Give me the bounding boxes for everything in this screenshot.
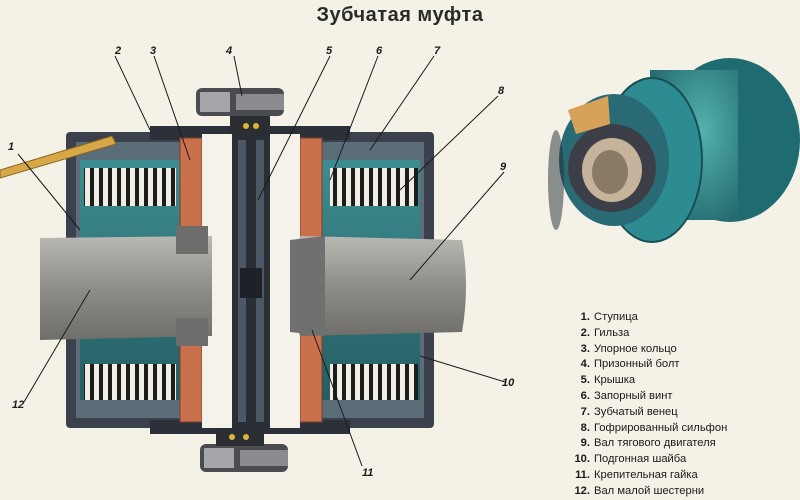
callout-11: 11 <box>362 467 373 479</box>
callout-6: 6 <box>376 45 383 57</box>
legend-number: 8. <box>580 421 590 434</box>
callout-3: 3 <box>150 45 156 57</box>
callout-12: 12 <box>12 399 24 411</box>
legend-text: Ступица <box>594 311 638 323</box>
legend-text: Запорный винт <box>594 389 673 402</box>
cover-plate <box>202 134 300 428</box>
bellows-right-top <box>330 168 418 206</box>
legend-item: 1. Ступица <box>568 310 798 326</box>
legend-text: Крепительная гайка <box>594 468 698 481</box>
legend-number: 11. <box>575 468 590 481</box>
thrust-ring <box>179 137 323 423</box>
legend-item: 11. Крепительная гайка <box>568 468 798 484</box>
parts-legend: 1. Ступица 2. Гильза 3. Упорное кольцо 4. Пр… <box>568 310 798 500</box>
callout-1: 1 <box>8 141 14 153</box>
legend-item: 5. Крышка <box>568 373 798 389</box>
legend-number: 2. <box>580 326 590 339</box>
legend-item: 4. Призонный болт <box>568 357 798 373</box>
diagram-canvas: Зубчатая муфта <box>0 4 800 497</box>
legend-item: 7. Зубчатый венец <box>568 405 798 421</box>
leader-lines <box>17 55 506 467</box>
legend-number: 3. <box>580 342 590 355</box>
callout-10: 10 <box>502 377 515 389</box>
legend-item: 3. Упорное кольцо <box>568 342 798 358</box>
legend-text: Зубчатый венец <box>594 405 678 418</box>
legend-item: 10. Подгонная шайба <box>568 452 798 468</box>
callout-8: 8 <box>498 85 505 97</box>
fitted-bolt-bottom <box>200 428 288 472</box>
legend-item: 12.Вал малой шестерни <box>568 484 798 500</box>
bellows-left-top <box>84 168 176 206</box>
motor-shaft <box>290 236 466 336</box>
legend-item: 9. Вал тягового двигателя <box>568 436 798 452</box>
mounting-nut <box>176 226 208 346</box>
legend-number: 1. <box>580 311 590 323</box>
legend-number: 10. <box>574 453 590 466</box>
legend-number: 5. <box>580 374 590 387</box>
callout-9: 9 <box>500 161 507 173</box>
legend-item: 8. Гофрированный сильфон <box>568 421 798 437</box>
legend-number: 9. <box>580 437 590 450</box>
callout-5: 5 <box>326 45 333 57</box>
legend-text: Призонный болт <box>594 358 680 371</box>
coupling-3d-view <box>548 58 800 243</box>
legend-text: Гофрированный сильфон <box>594 421 728 434</box>
legend-text: Вал тягового двигателя <box>594 437 716 450</box>
fitted-bolt-top <box>196 88 284 134</box>
legend-item: 6. Запорный винт <box>568 389 798 405</box>
legend-number: 7. <box>580 405 590 418</box>
pinion-shaft <box>40 236 212 340</box>
legend-text: Крышка <box>594 374 636 387</box>
callout-2: 2 <box>114 45 121 57</box>
legend-text: Гильза <box>594 326 630 339</box>
legend-item: 2. Гильза <box>568 326 798 342</box>
legend-number: 12. <box>574 484 590 497</box>
legend-text: Подгонная шайба <box>594 453 687 466</box>
legend-number: 6. <box>580 389 590 402</box>
bellows-left-bottom <box>84 364 176 400</box>
legend-number: 4. <box>580 358 590 371</box>
page-title: Зубчатая муфта <box>316 4 484 26</box>
coupling-diagram: 1 2 3 4 5 6 7 8 9 10 11 12 <box>0 45 800 479</box>
bellows-right-bottom <box>330 364 418 400</box>
legend-text: Упорное кольцо <box>594 342 677 355</box>
callout-7: 7 <box>434 45 441 57</box>
callout-4: 4 <box>225 45 232 57</box>
